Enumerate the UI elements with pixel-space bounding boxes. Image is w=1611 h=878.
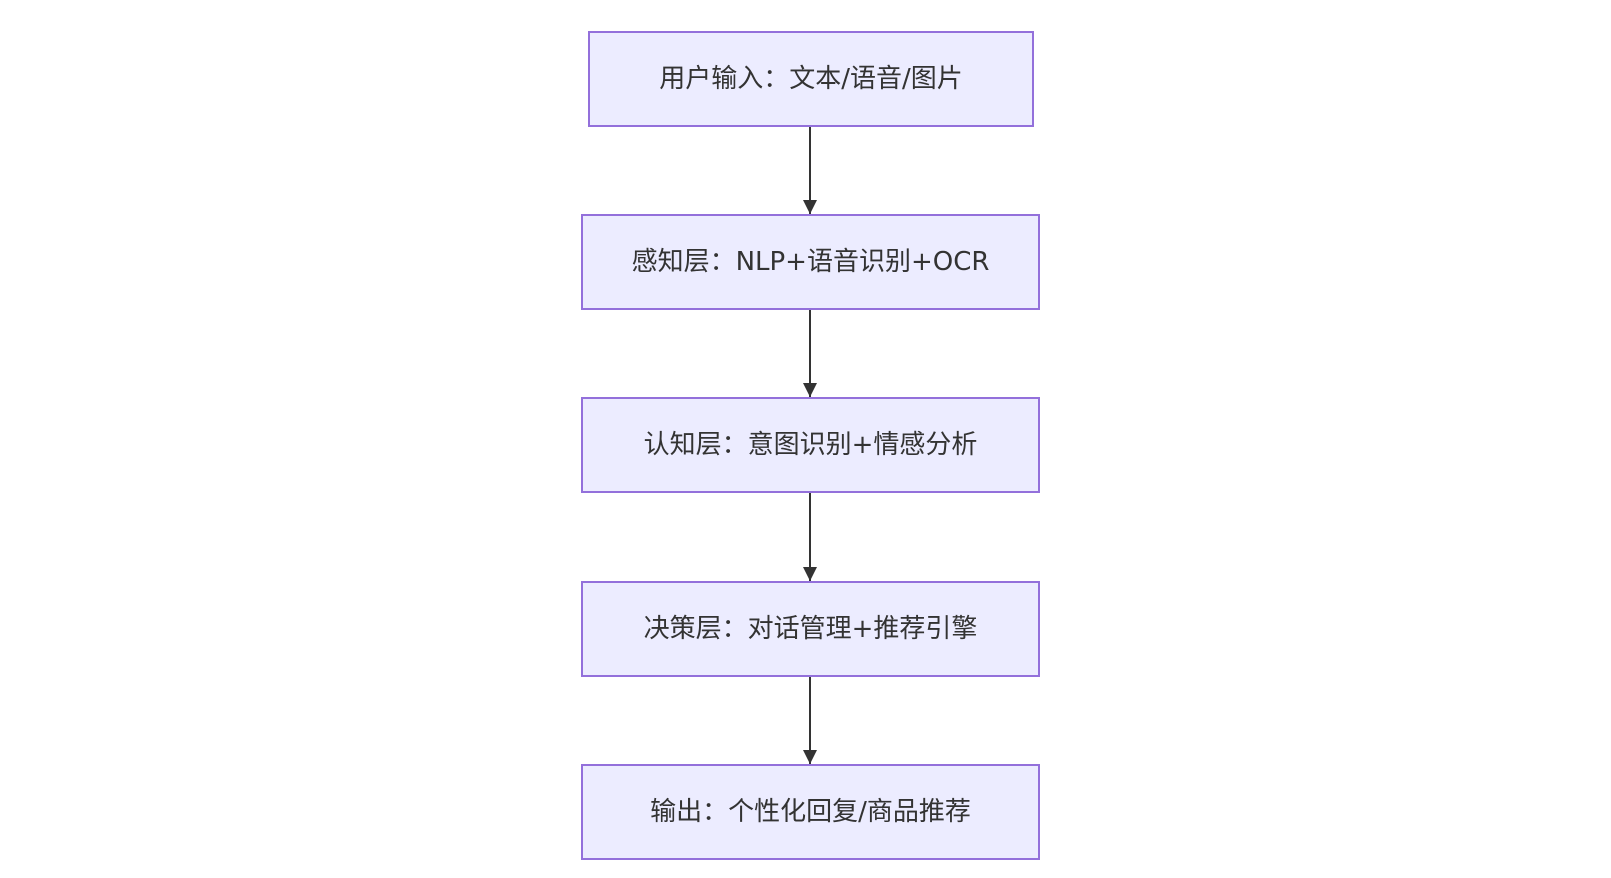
node-label: 输出：个性化回复/商品推荐 [650,797,971,827]
node-label: 用户输入：文本/语音/图片 [659,64,963,94]
node-label: 决策层：对话管理+推荐引擎 [643,614,978,644]
node-label: 认知层：意图识别+情感分析 [643,430,978,460]
node-perception-layer: 感知层：NLP+语音识别+OCR [581,214,1040,310]
node-decision-layer: 决策层：对话管理+推荐引擎 [581,581,1040,677]
node-label: 感知层：NLP+语音识别+OCR [631,247,990,277]
node-user-input: 用户输入：文本/语音/图片 [588,31,1034,127]
node-cognition-layer: 认知层：意图识别+情感分析 [581,397,1040,493]
node-output: 输出：个性化回复/商品推荐 [581,764,1040,860]
